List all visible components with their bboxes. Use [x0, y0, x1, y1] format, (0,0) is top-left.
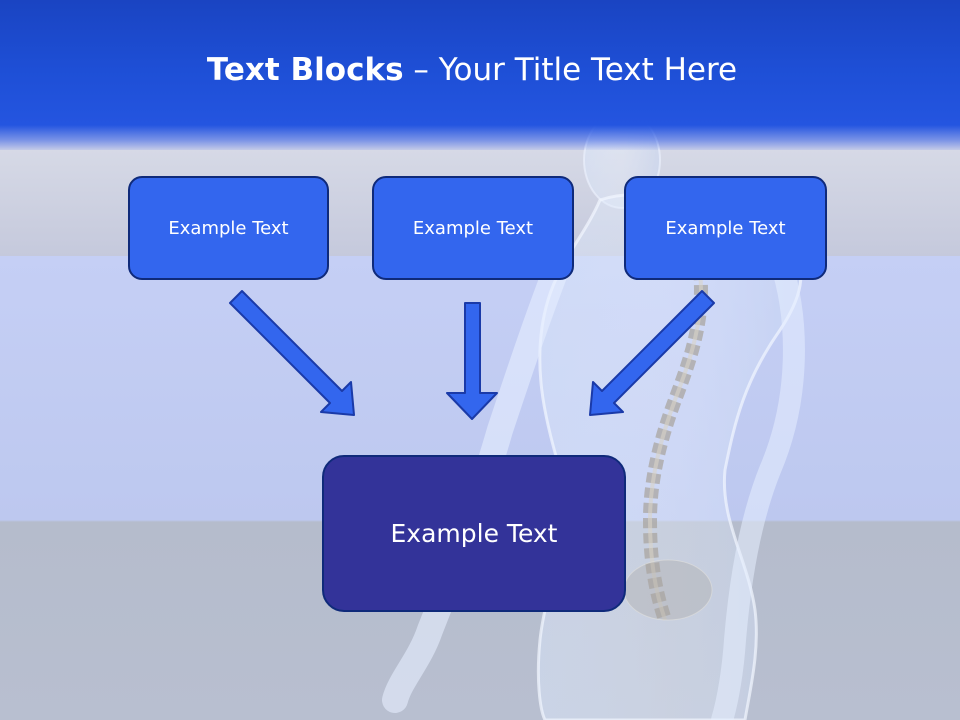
text-block-right[interactable]: Example Text [624, 176, 827, 280]
text-block-center-label: Example Text [412, 217, 534, 239]
text-block-right-label: Example Text [665, 217, 786, 239]
arrow-center [446, 302, 498, 420]
text-block-main-label: Example Text [390, 519, 558, 548]
text-block-left-label: Example Text [168, 217, 289, 239]
arrow-right [589, 290, 715, 416]
text-block-left[interactable]: Example Text [128, 176, 329, 280]
title-bold: Text Blocks [206, 52, 404, 88]
arrow-left [229, 290, 355, 416]
title-bar [0, 0, 960, 150]
title-rest: Your Title Text Here [438, 52, 738, 88]
text-block-main[interactable]: Example Text [322, 455, 626, 612]
title-dash: – [403, 52, 439, 88]
text-block-center[interactable]: Example Text [372, 176, 574, 280]
page-title: Text Blocks – Your Title Text Here [0, 52, 944, 88]
